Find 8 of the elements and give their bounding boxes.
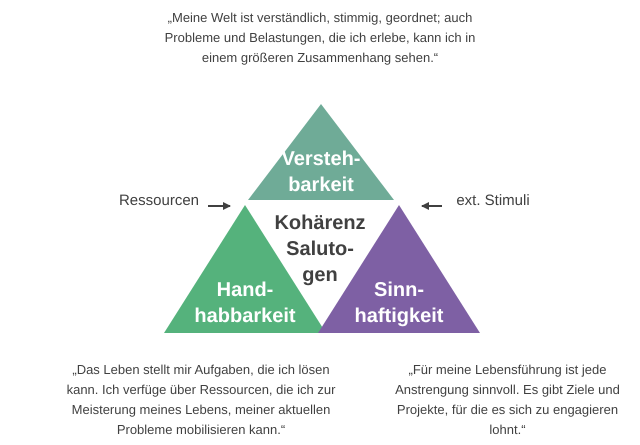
input-label: ext. Stimuli [455,191,531,211]
quote-text: „Meine Welt ist verständlich, stimmig, geordnet; auch Probleme und Belastungen, die ich erlebe, kann ich in einem größeren Zusammenhang sehen.“ [164,9,476,67]
arrow [208,202,231,210]
input-label: Ressourcen [118,191,200,211]
quote-text: „Das Leben stellt mir Aufgaben, die ich lösen kann. Ich verfüge über Ressourcen, die ich zur Meisterung meines Lebens, meiner aktuellen Probleme mobilisieren kann.“ [66,361,336,439]
quote-text: „Für meine Lebensführung ist jede Anstrengung sinnvoll. Es gibt Ziele und Projekte, für die es sich zu engagieren lohnt.“ [394,361,621,439]
arrow [421,202,442,210]
concept-label: Versteh- barkeit [280,147,362,198]
